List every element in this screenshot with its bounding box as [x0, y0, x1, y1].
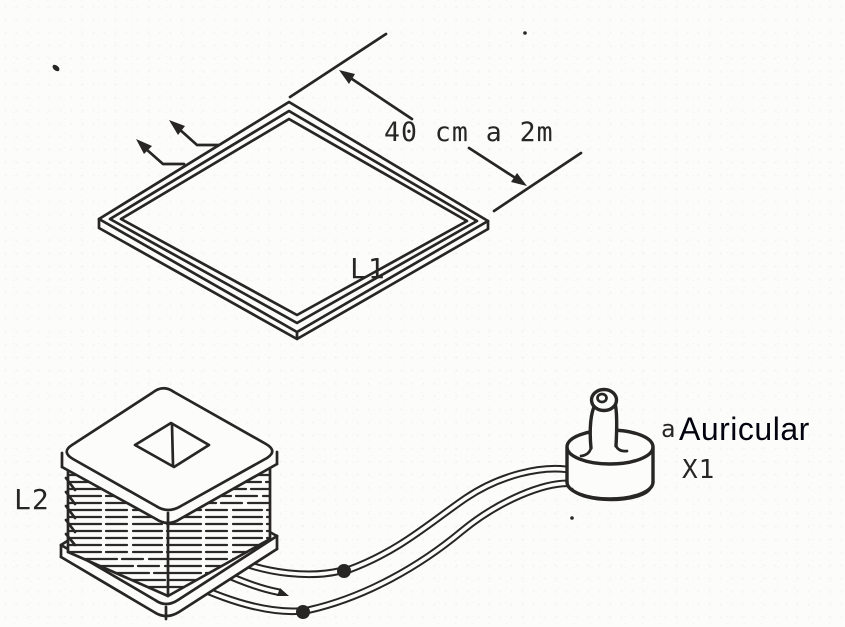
- lead-arrowhead-icon: [169, 120, 185, 135]
- solder-joint-dot: [337, 564, 351, 578]
- loop-turn-inner: [119, 117, 469, 317]
- stub-arrowhead-icon: [277, 588, 289, 596]
- loop-label: L1: [350, 252, 386, 285]
- earphone-label: Auricular: [679, 411, 810, 447]
- loop-frame-thickness: [97, 217, 490, 341]
- ink-speck: [570, 516, 574, 520]
- coil-l2: [59, 386, 279, 621]
- lead-arrowhead-icon: [136, 139, 152, 154]
- loop-antenna-l1: [97, 100, 490, 341]
- sound-hole-icon: [596, 392, 608, 404]
- earphone-label-fragment: a: [661, 415, 676, 443]
- earphone-body: [565, 428, 655, 502]
- dimension-extension-line-right: [492, 151, 583, 213]
- solder-joint-dot: [296, 605, 310, 619]
- loop-lead-arrows: [136, 120, 220, 166]
- loop-turn-middle: [108, 109, 479, 325]
- lead-arrow-line: [144, 147, 186, 166]
- earphone-x1: [565, 387, 655, 502]
- coil-label: L2: [14, 483, 50, 516]
- dimension-callout: [288, 32, 583, 213]
- earphone-ref: X1: [682, 455, 715, 485]
- dimension-arrowhead-icon: [339, 70, 355, 84]
- dimension-extension-line-top: [288, 32, 388, 99]
- dimension-arrow-line-top: [347, 75, 414, 121]
- dimension-label: 40 cm a 2m: [384, 117, 554, 148]
- ink-speck: [523, 31, 527, 35]
- cord-lower-core: [307, 481, 579, 612]
- earphone-nozzle: [579, 387, 629, 458]
- lead-arrow-line: [176, 126, 220, 147]
- dimension-arrow-line-right: [467, 146, 519, 181]
- ink-specks: [52, 31, 574, 520]
- cord-upper-core: [346, 466, 578, 572]
- coil-core-hole: [133, 421, 211, 469]
- dimension-arrowhead-icon: [511, 173, 527, 186]
- ink-speck: [52, 64, 60, 72]
